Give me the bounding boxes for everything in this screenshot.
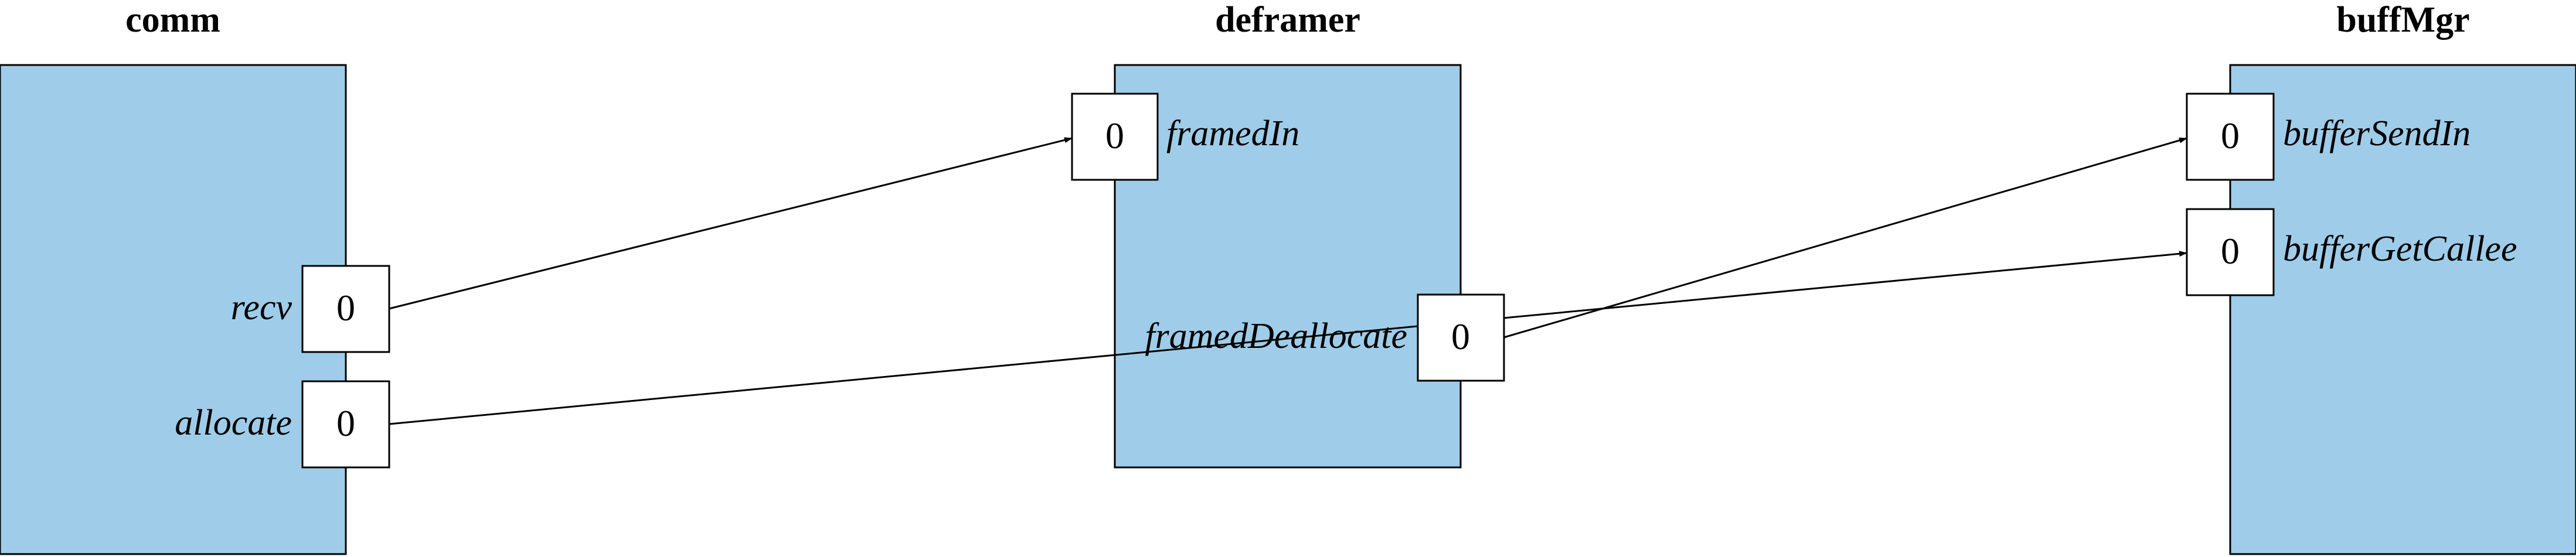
component-deframer-box[interactable]: [1114, 64, 1462, 469]
port-buffMgr-bufferGetCallee[interactable]: 0 bufferGetCallee: [2186, 208, 2517, 296]
port-label: framedIn: [1166, 114, 1299, 153]
component-buffMgr-box[interactable]: [2229, 64, 2576, 555]
port-box[interactable]: [1071, 93, 1159, 181]
port-deframer-framedIn[interactable]: 0 framedIn: [1071, 93, 1299, 181]
port-number: 0: [336, 287, 355, 329]
port-box[interactable]: [301, 380, 390, 469]
port-label: recv: [231, 288, 292, 327]
port-box[interactable]: [2186, 93, 2275, 181]
connection-framedDeallocate-to-bufferSendIn[interactable]: [1503, 137, 2187, 339]
port-label: framedDeallocate: [1145, 316, 1407, 356]
component-comm-title: comm: [125, 0, 220, 40]
port-number: 0: [1105, 115, 1124, 156]
component-comm[interactable]: comm: [0, 0, 347, 555]
port-label: bufferSendIn: [2283, 114, 2470, 153]
port-box[interactable]: [2186, 208, 2275, 296]
port-label: bufferGetCallee: [2283, 229, 2517, 269]
port-number: 0: [2221, 230, 2240, 272]
port-number: 0: [1451, 316, 1470, 357]
component-buffMgr-title: buffMgr: [2336, 0, 2469, 40]
port-deframer-framedDeallocate[interactable]: 0 framedDeallocate: [1145, 293, 1505, 382]
connection-allocate-to-bufferGetCallee[interactable]: [389, 251, 2187, 425]
port-buffMgr-bufferSendIn[interactable]: 0 bufferSendIn: [2186, 93, 2470, 181]
connections: [389, 137, 2187, 425]
port-number: 0: [336, 402, 355, 444]
port-box[interactable]: [1417, 293, 1505, 382]
connection-recv-to-framedIn[interactable]: [389, 137, 1073, 310]
port-label: allocate: [175, 403, 292, 443]
port-comm-recv[interactable]: 0 recv: [231, 265, 390, 353]
component-deframer-title: deframer: [1215, 0, 1360, 40]
component-deframer[interactable]: deframer: [1114, 0, 1462, 469]
component-comm-box[interactable]: [0, 64, 347, 555]
port-number: 0: [2221, 115, 2240, 156]
component-buffMgr[interactable]: buffMgr: [2229, 0, 2576, 555]
port-comm-allocate[interactable]: 0 allocate: [175, 380, 390, 469]
port-box[interactable]: [301, 265, 390, 353]
